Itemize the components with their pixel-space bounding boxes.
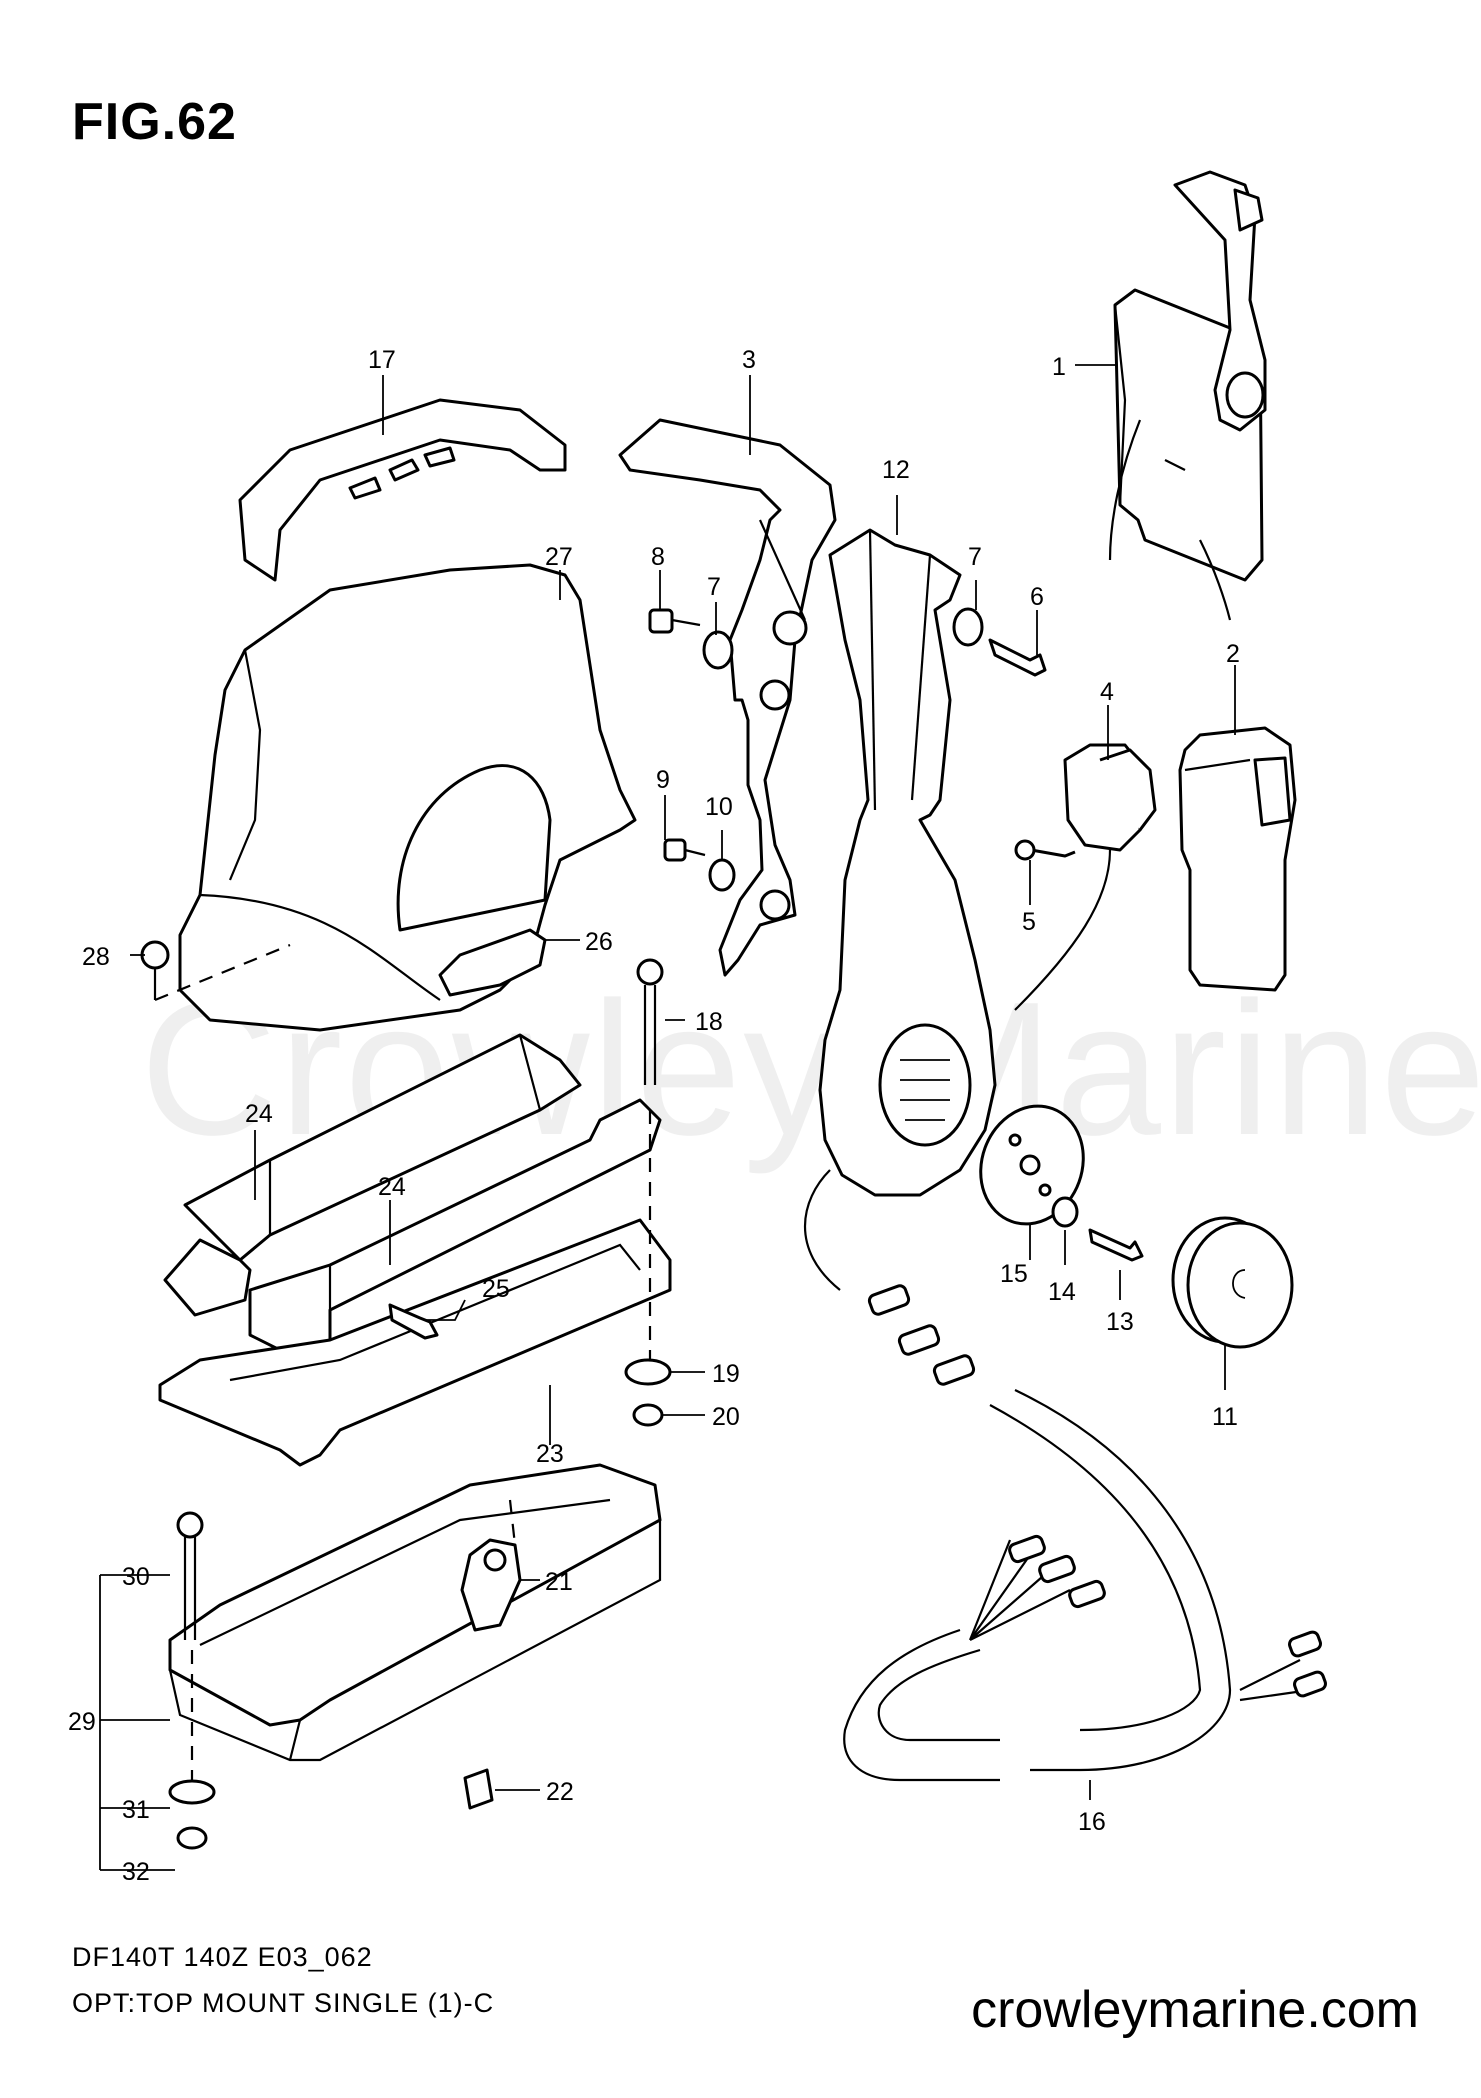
- callout-17: 17: [368, 346, 396, 374]
- callout-24-upper: 24: [245, 1100, 273, 1128]
- part-11-knob: [1171, 1216, 1294, 1349]
- website-label: crowleymarine.com: [971, 1981, 1419, 2039]
- part-16-wire-harness: [843, 1389, 1311, 1782]
- leader-lines: [99, 364, 1236, 1871]
- callout-4: 4: [1100, 678, 1114, 706]
- callout-29: 29: [68, 1708, 96, 1736]
- callout-7-right: 7: [968, 543, 982, 571]
- callout-22: 22: [546, 1778, 574, 1806]
- part-29-base: [168, 1463, 662, 1762]
- callout-20: 20: [712, 1403, 740, 1431]
- part-27-housing: [178, 563, 637, 1032]
- callout-13: 13: [1106, 1308, 1134, 1336]
- callout-30: 30: [122, 1563, 150, 1591]
- model-code: DF140T 140Z E03_062: [72, 1942, 373, 1972]
- callout-6: 6: [1030, 583, 1044, 611]
- diagram-caption: OPT:TOP MOUNT SINGLE (1)-C: [72, 1988, 495, 2018]
- callout-10: 10: [705, 793, 733, 821]
- part-2-grip-cover: [1178, 726, 1297, 992]
- callout-28: 28: [82, 943, 110, 971]
- callout-1: 1: [1052, 353, 1066, 381]
- fasteners: [140, 607, 1144, 1850]
- callout-labels: 1 2 3 4 5 6 7 7 8 9 10 11 12 13 14 15 16…: [68, 346, 1240, 1886]
- part-15-plate: [979, 1104, 1085, 1226]
- callout-27: 27: [545, 543, 573, 571]
- part-4-switch: [1014, 743, 1157, 1011]
- part-21-bushing: [460, 1538, 522, 1632]
- part-17-cover-top: [238, 398, 567, 582]
- harness-connectors: [867, 1284, 1327, 1698]
- callout-32: 32: [122, 1858, 150, 1886]
- callout-2: 2: [1226, 640, 1240, 668]
- callout-11: 11: [1212, 1403, 1238, 1431]
- callout-7-left: 7: [707, 573, 721, 601]
- figure-title: FIG.62: [72, 93, 237, 151]
- callout-26: 26: [585, 928, 613, 956]
- part-23-gasket: [158, 1218, 672, 1467]
- callout-18: 18: [695, 1008, 723, 1036]
- alignment-lines: [154, 943, 652, 1780]
- part-1-remote-control: [1108, 170, 1267, 621]
- callout-21: 21: [545, 1568, 573, 1596]
- callout-5: 5: [1022, 908, 1036, 936]
- part-3-lever-arm: [618, 418, 837, 977]
- part-12-control-arm: [804, 528, 997, 1291]
- callout-16: 16: [1078, 1808, 1106, 1836]
- callout-25: 25: [482, 1275, 510, 1303]
- part-26-liner: [438, 928, 547, 997]
- callout-19: 19: [712, 1360, 740, 1388]
- callout-14: 14: [1048, 1278, 1076, 1306]
- callout-3: 3: [742, 346, 756, 374]
- callout-24-lower: 24: [378, 1173, 406, 1201]
- callout-15: 15: [1000, 1260, 1028, 1288]
- callout-12: 12: [882, 456, 910, 484]
- callout-23: 23: [536, 1440, 564, 1468]
- callout-8: 8: [651, 543, 665, 571]
- callout-9: 9: [656, 766, 670, 794]
- callout-31: 31: [122, 1796, 150, 1824]
